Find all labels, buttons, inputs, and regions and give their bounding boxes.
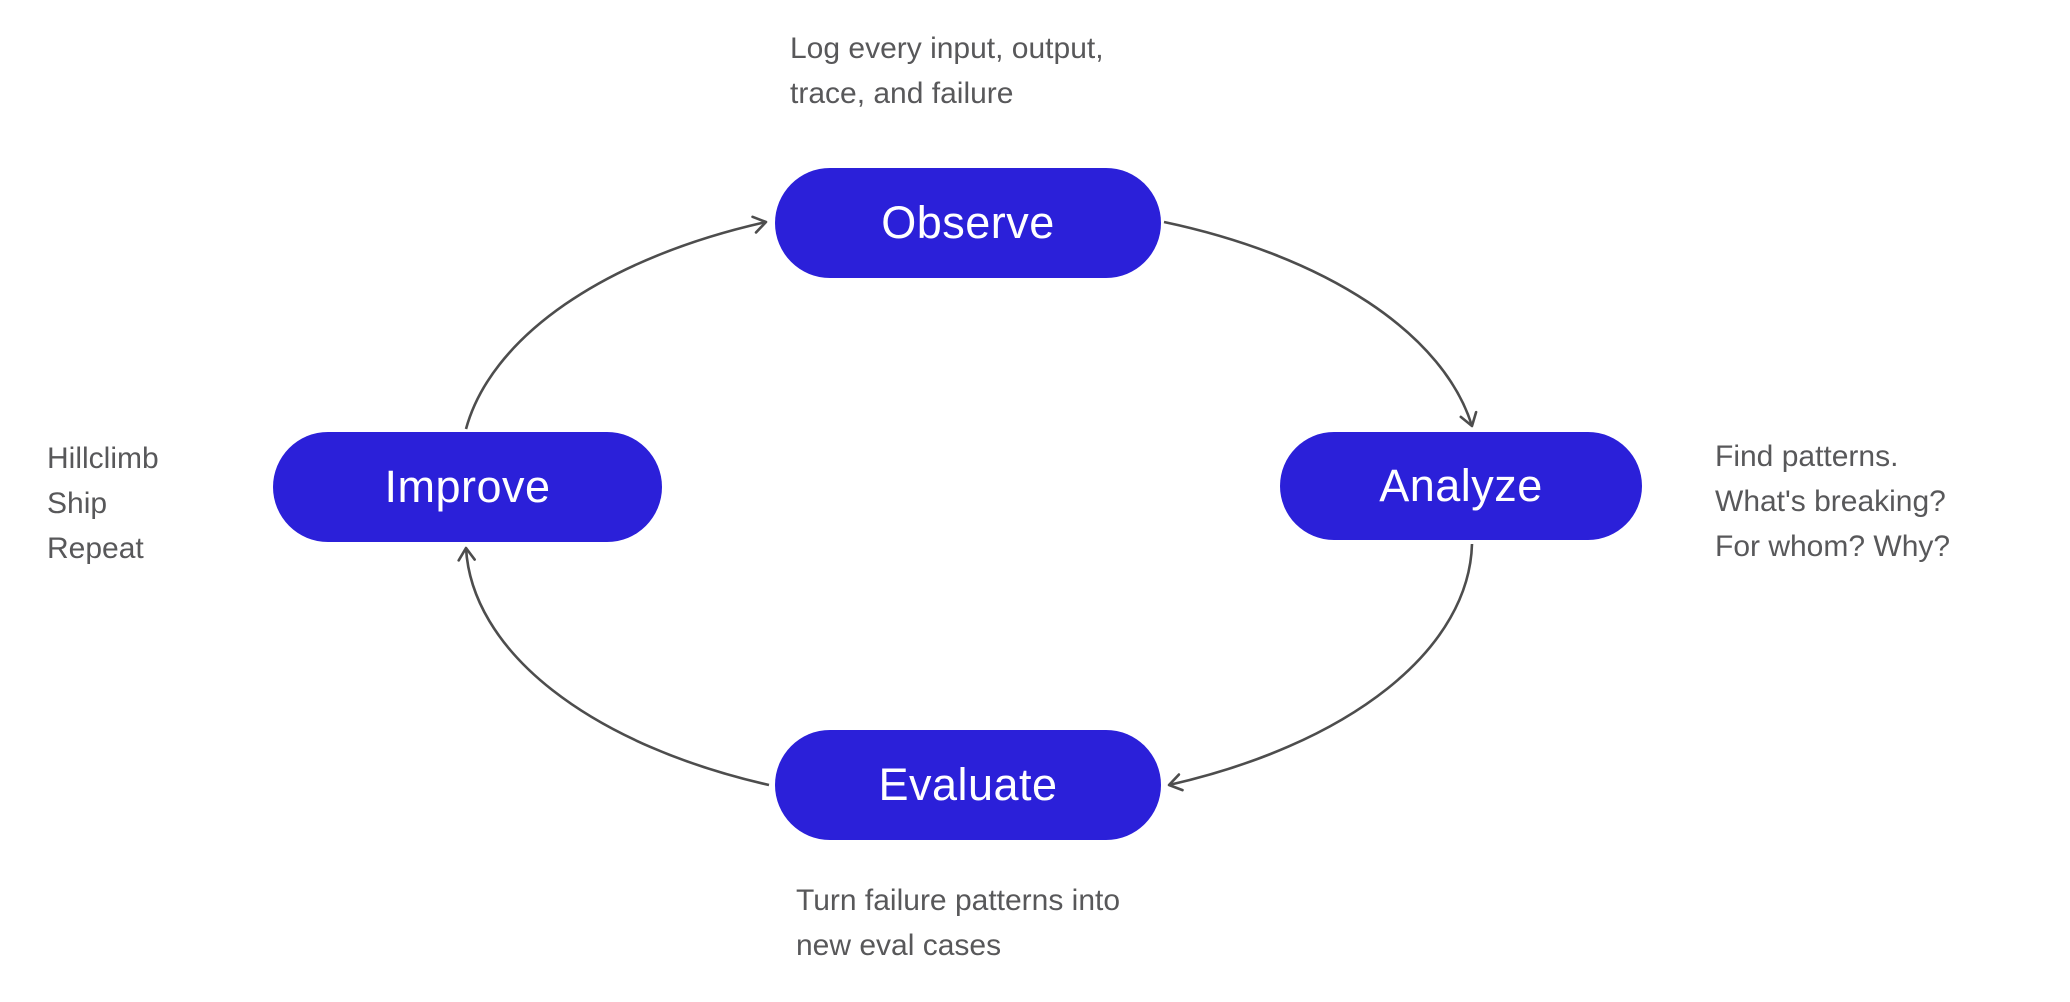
arrow-observe-to-analyze [1163,220,1478,428]
annotation-observe: Log every input, output, trace, and fail… [790,32,1104,110]
annotation-evaluate: Turn failure patterns into new eval case… [796,884,1121,962]
arrow-improve-to-observe [464,215,768,430]
node-evaluate: Evaluate [775,730,1161,840]
arrow-evaluate-to-improve [457,546,770,787]
arrow-analyze-to-evaluate [1167,543,1474,792]
annotation-improve: Hillclimb Ship Repeat [47,442,159,565]
annotation-analyze: Find patterns. What's breaking? For whom… [1715,440,1951,563]
node-analyze: Analyze [1280,432,1642,540]
node-observe: Observe [775,168,1161,278]
node-improve: Improve [273,432,662,542]
